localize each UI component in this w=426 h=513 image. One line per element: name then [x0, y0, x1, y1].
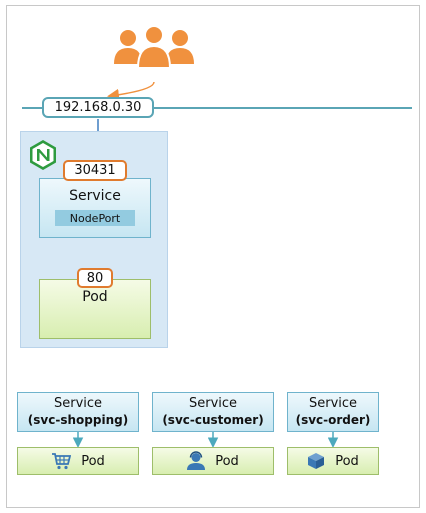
- pod-label: Pod: [82, 289, 108, 305]
- node-ip-address: 192.168.0.30: [42, 97, 154, 118]
- nginx-pod: Pod: [39, 279, 151, 339]
- service-label: Service: [308, 396, 358, 411]
- service-name: (svc-order): [295, 413, 371, 427]
- pod-label: Pod: [81, 453, 105, 469]
- nodeport-service: Service NodePort: [39, 178, 151, 238]
- svc-order-pod: Pod: [287, 447, 379, 475]
- service-label: Service: [53, 396, 103, 411]
- users-group-icon: [114, 25, 194, 68]
- package-box-icon: [308, 453, 325, 469]
- pod-label: Pod: [335, 453, 359, 469]
- svc-shopping-service: Service (svc-shopping): [17, 392, 139, 432]
- svc-customer-pod: Pod: [152, 447, 274, 475]
- shopping-cart-icon: [52, 453, 72, 470]
- service-name: (svc-customer): [162, 413, 264, 427]
- nodeport-number: 30431: [63, 160, 127, 181]
- service-type-badge: NodePort: [55, 210, 135, 226]
- pod-label: Pod: [215, 453, 239, 469]
- svc-shopping-pod: Pod: [17, 447, 139, 475]
- service-name: (svc-shopping): [27, 413, 129, 427]
- service-label: Service: [188, 396, 238, 411]
- svc-customer-service: Service (svc-customer): [152, 392, 274, 432]
- customer-headset-icon: [187, 451, 206, 470]
- svc-order-service: Service (svc-order): [287, 392, 379, 432]
- pod-target-port: 80: [77, 268, 113, 288]
- nginx-logo-icon: [30, 140, 56, 170]
- service-label: Service: [69, 188, 121, 204]
